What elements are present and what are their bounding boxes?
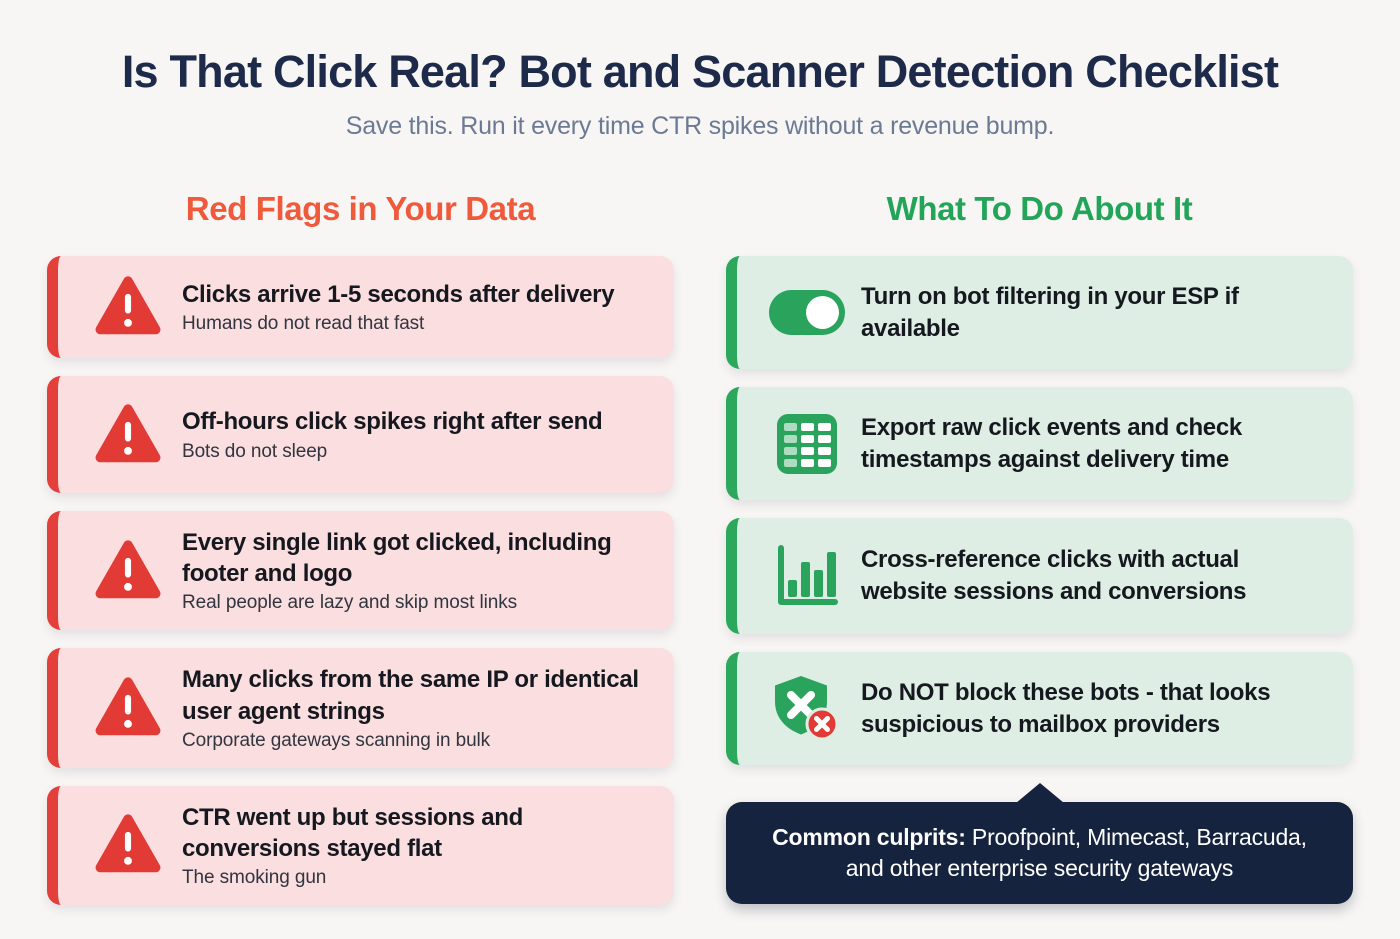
action-card-2: Export raw click events and check timest… [726,387,1353,500]
red-flags-column: Red Flags in Your Data Clicks arrive 1-5… [47,190,674,923]
red-flag-title: Off-hours click spikes right after send [182,408,603,436]
red-flag-card-3: Every single link got clicked, including… [47,511,674,631]
warning-triangle-icon [80,275,176,339]
red-flags-header: Red Flags in Your Data [185,190,536,227]
warning-triangle-icon [80,676,176,740]
page-header: Is That Click Real? Bot and Scanner Dete… [0,0,1400,141]
red-flag-subtitle: Humans do not read that fast [182,313,425,335]
warning-triangle-icon [80,813,176,877]
red-flag-card-5: CTR went up but sessions and conversions… [47,785,674,906]
red-flag-subtitle: Bots do not sleep [182,440,328,462]
page-subtitle: Save this. Run it every time CTR spikes … [345,111,1055,140]
culprits-callout-label: Common culprits: [772,824,966,850]
action-text: Export raw click events and check timest… [861,413,1242,473]
warning-triangle-icon [80,403,176,467]
red-flag-title: Every single link got clicked, including… [182,529,612,588]
red-flag-title: Many clicks from the same IP or identica… [182,666,639,725]
culprits-callout-text: Proofpoint, Mimecast, Barracuda, and oth… [845,824,1307,882]
spreadsheet-icon [759,412,855,476]
culprits-callout: Common culprits: Proofpoint, Mimecast, B… [726,802,1353,905]
red-flag-card-4: Many clicks from the same IP or identica… [47,648,674,768]
bar-chart-icon [759,542,855,610]
red-flag-title: Clicks arrive 1-5 seconds after delivery [182,280,615,308]
action-text: Turn on bot filtering in your ESP if ava… [861,282,1239,342]
actions-column: What To Do About It Turn on bot filterin… [726,190,1353,923]
red-flag-card-1: Clicks arrive 1-5 seconds after delivery… [47,256,674,358]
page-title: Is That Click Real? Bot and Scanner Dete… [121,46,1279,97]
red-flag-subtitle: Real people are lazy and skip most links [182,592,518,614]
red-flag-card-2: Off-hours click spikes right after send … [47,376,674,493]
red-flag-subtitle: The smoking gun [182,867,327,889]
columns-container: Red Flags in Your Data Clicks arrive 1-5… [47,190,1353,923]
action-card-1: Turn on bot filtering in your ESP if ava… [726,256,1353,369]
red-flag-title: CTR went up but sessions and conversions… [182,803,523,862]
action-text: Cross-reference clicks with actual websi… [861,546,1247,605]
action-card-4: Do NOT block these bots - that looks sus… [726,652,1353,765]
red-flag-subtitle: Corporate gateways scanning in bulk [182,729,491,751]
shield-block-icon [759,674,855,744]
warning-triangle-icon [80,539,176,603]
action-text: Do NOT block these bots - that looks sus… [861,678,1271,738]
toggle-on-icon [759,290,855,335]
actions-header: What To Do About It [886,190,1193,227]
action-card-3: Cross-reference clicks with actual websi… [726,518,1353,634]
